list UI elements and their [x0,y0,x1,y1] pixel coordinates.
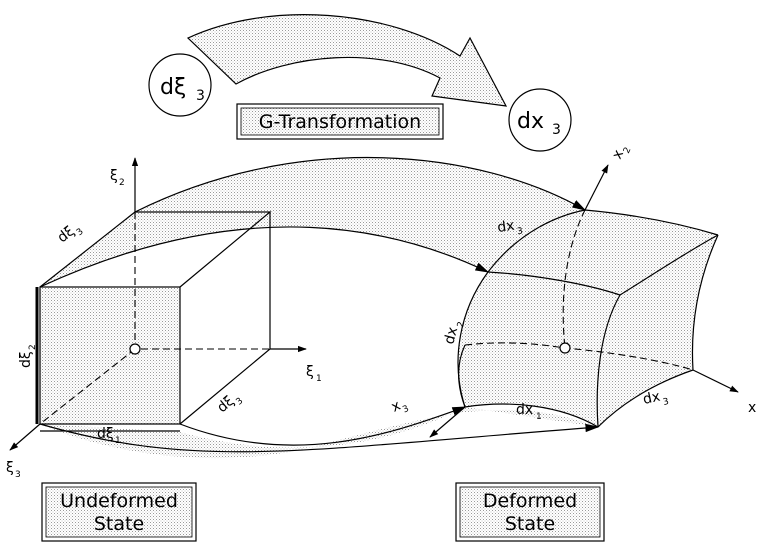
deformed-state-box: Deformed State [455,482,605,542]
undeformed-state-line1: Undeformed [60,490,178,512]
deformed-element [457,209,719,428]
source-symbol: dξ [160,75,186,100]
edge-dxi3-top-label: dξ [55,223,78,246]
source-circle: dξ 3 [148,53,212,117]
edge-dxi2-sub: 2 [28,344,38,350]
deformed-state-line2: State [505,513,555,535]
edge-dx3-top-group: dx 3 [496,218,524,238]
edge-dx1-sub: 1 [536,412,542,422]
axis-xi1-sub: 1 [316,374,322,384]
axis-x3-group: x 3 [389,398,411,416]
edge-dxi1-label: dξ [97,426,114,442]
axis-x2-sub: 2 [622,146,633,155]
mapping-arrow-top [134,156,587,213]
edge-dxi3-top-sub: 3 [75,227,86,238]
edge-dx2-group: dx 2 [441,321,467,346]
axis-xi3-arrow [9,423,41,451]
edge-dxi3-top-group: dξ 3 [55,223,86,246]
edge-dxi3-side-label: dξ [214,393,237,416]
transformation-label: G-Transformation [259,111,421,133]
target-symbol: dx [517,109,544,134]
deformed-state-line1: Deformed [483,490,577,512]
target-index: 3 [552,122,561,138]
edge-dxi3-side-group: dξ 3 [214,393,246,416]
source-index: 3 [196,88,205,104]
edge-dx3-top-label: dx [496,218,515,236]
edge-dx3-side-label: dx [642,389,662,408]
mapping-band-bottom [40,407,598,459]
axis-x3-sub: 3 [401,404,410,415]
target-circle: dx 3 [508,88,572,152]
axis-xi1-label: ξ [306,364,314,380]
transformation-label-box: G-Transformation [236,103,444,140]
undeformed-state-box: Undeformed State [41,482,197,542]
axis-xi3-sub: 3 [15,470,21,480]
axis-xi2-label: ξ [110,168,118,184]
undeformed-state-line2: State [94,513,144,535]
edge-dx2-label: dx [441,325,461,346]
edge-dxi2-group: dξ 2 [18,344,38,368]
axis-x3-arrow [429,406,466,438]
edge-dxi3-side-sub: 3 [235,396,246,407]
axis-xi3-label: ξ [6,460,14,476]
edge-dx3-side-sub: 3 [662,397,670,408]
edge-dxi1-sub: 1 [115,436,121,446]
mapping-band-top [40,157,585,287]
axis-x2-group: x 2 [609,146,633,162]
mapping-arrow-middle [39,226,490,288]
axis-xi2-sub: 2 [119,178,125,188]
transformation-arrow [186,14,508,107]
edge-dx2-sub: 2 [456,321,467,329]
edge-dx1-label: dx [516,402,533,418]
edge-dx3-side-group: dx 3 [642,389,670,408]
axis-x2-arrow [584,164,609,211]
mapping-arrow-lower [179,406,467,446]
axis-x1-arrow [692,369,739,393]
edge-dx3-top-sub: 3 [517,227,524,238]
mapping-arrow-bottom [39,423,600,453]
axis-x1-label: x [748,400,756,416]
edge-dxi2-label: dξ [18,351,34,368]
